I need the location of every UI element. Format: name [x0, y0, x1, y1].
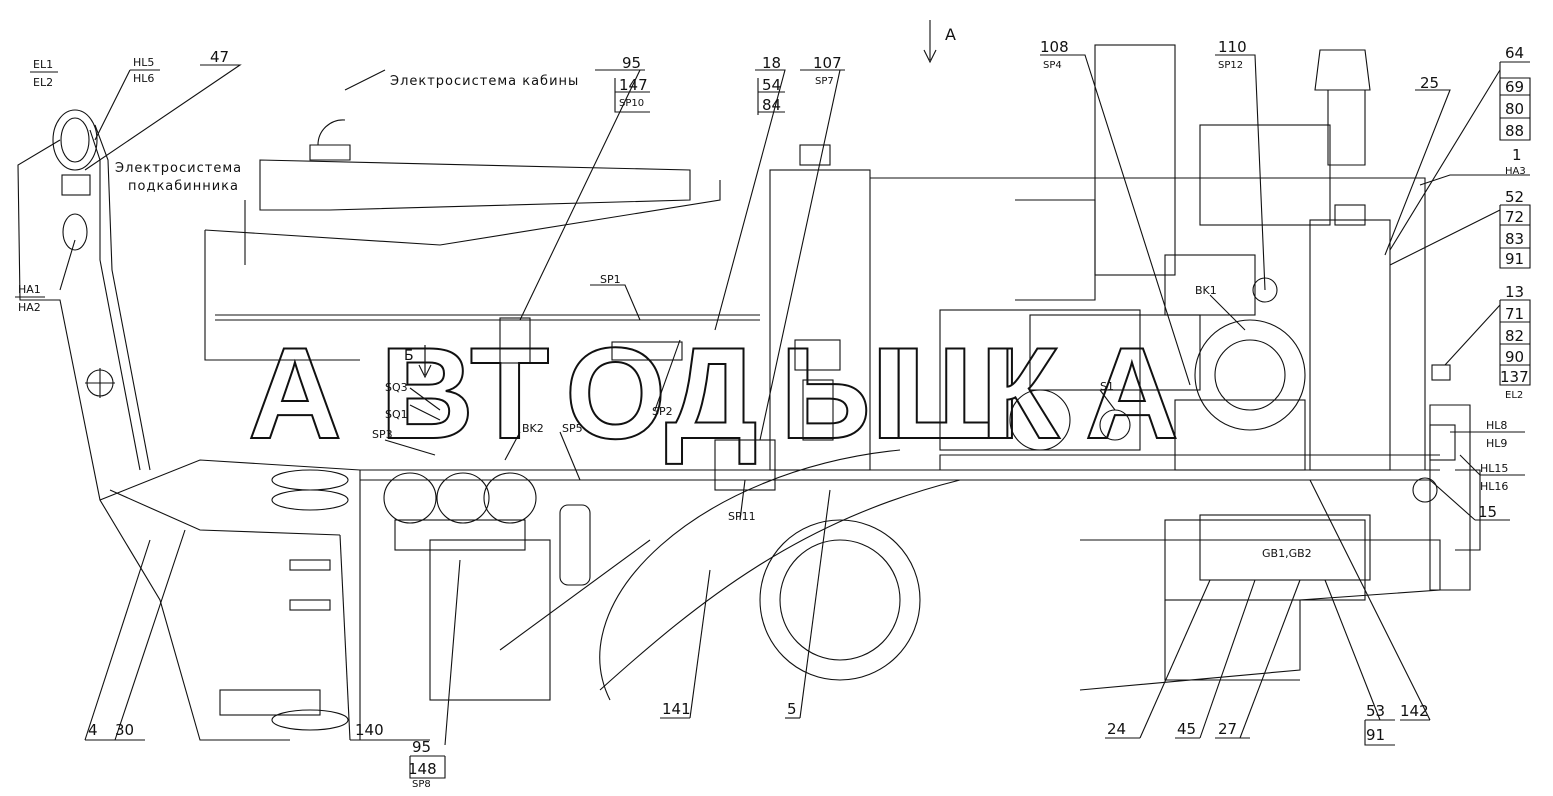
callout-84: 84 [762, 96, 781, 114]
callout-13: 13 [1505, 283, 1524, 301]
label-sq1: SQ1 [385, 408, 408, 421]
label-bk1: BK1 [1195, 284, 1217, 297]
callout-el2: EL2 [33, 76, 53, 89]
label-sp5: SP5 [562, 422, 583, 435]
callout-69: 69 [1505, 78, 1524, 96]
view-arrows [418, 20, 937, 379]
front-wheel [219, 469, 349, 731]
callout-71: 71 [1505, 305, 1524, 323]
callout-108: 108 [1040, 38, 1069, 56]
callout-sp7: SP7 [815, 76, 834, 87]
callout-ha3: HA3 [1505, 166, 1526, 177]
label-sq3: SQ3 [385, 381, 408, 394]
callout-sp4: SP4 [1043, 60, 1062, 71]
callout-ha1: HA1 [18, 283, 41, 296]
label-sp1: SP1 [600, 273, 621, 286]
callout-91-bottom: 91 [1366, 726, 1385, 744]
caption-cab-system: Электросистема кабины [390, 74, 579, 89]
callout-47: 47 [210, 48, 229, 66]
callout-91: 91 [1505, 250, 1524, 268]
svg-text:В: В [380, 320, 474, 466]
callout-15: 15 [1478, 503, 1497, 521]
callout-72: 72 [1505, 208, 1524, 226]
svg-text:Ы: Ы [780, 320, 907, 466]
svg-text:О: О [565, 320, 666, 466]
label-sp11: SP11 [728, 510, 756, 523]
callout-141: 141 [662, 700, 691, 718]
air-receivers [383, 472, 537, 551]
callout-95-bottom: 95 [412, 738, 431, 756]
callout-64: 64 [1505, 44, 1524, 62]
callout-1: 1 [1512, 146, 1522, 164]
callout-el1: EL1 [33, 58, 53, 71]
svg-text:А: А [1085, 320, 1179, 466]
callout-88: 88 [1505, 122, 1524, 140]
callout-80: 80 [1505, 100, 1524, 118]
callout-53: 53 [1366, 702, 1385, 720]
callout-sp10: SP10 [619, 98, 644, 109]
callout-95-top: 95 [622, 54, 641, 72]
callout-110: 110 [1218, 38, 1247, 56]
callout-142: 142 [1400, 702, 1429, 720]
callout-sp12: SP12 [1218, 60, 1243, 71]
callout-ha2: HA2 [18, 301, 41, 314]
label-sp2: SP2 [652, 405, 673, 418]
callout-24: 24 [1107, 720, 1126, 738]
view-mark-b: Б [404, 348, 414, 364]
callout-hl9: HL9 [1486, 437, 1507, 450]
headlamp-group [52, 109, 151, 471]
callout-30: 30 [115, 721, 134, 739]
svg-text:Т: Т [470, 320, 549, 466]
callout-148: 148 [408, 760, 437, 778]
callout-5: 5 [787, 700, 797, 718]
callout-90: 90 [1505, 348, 1524, 366]
callout-52: 52 [1505, 188, 1524, 206]
callout-140: 140 [355, 721, 384, 739]
callout-45: 45 [1177, 720, 1196, 738]
svg-text:Ш: Ш [890, 320, 1021, 466]
callout-27: 27 [1218, 720, 1237, 738]
label-rules [15, 54, 1531, 779]
caption-subcab-line1: Электросистема [115, 161, 242, 176]
callout-hl16: HL16 [1480, 480, 1508, 493]
callout-hl5: HL5 [133, 56, 154, 69]
tractor-outline [17, 44, 1481, 741]
callout-82: 82 [1505, 327, 1524, 345]
callout-54: 54 [762, 76, 781, 94]
label-sp3: SP3 [372, 428, 393, 441]
view-mark-a: A [945, 25, 956, 44]
label-gb1-gb2: GB1,GB2 [1262, 547, 1312, 560]
callout-147: 147 [619, 76, 648, 94]
svg-text:А: А [248, 320, 342, 466]
svg-text:К: К [980, 320, 1060, 466]
callout-sp8: SP8 [412, 779, 431, 790]
callout-25: 25 [1420, 74, 1439, 92]
callout-18: 18 [762, 54, 781, 72]
callout-hl6: HL6 [133, 72, 154, 85]
callout-4: 4 [88, 721, 98, 739]
svg-text:Д: Д [665, 320, 758, 466]
callout-137: 137 [1500, 368, 1529, 386]
callout-hl15: HL15 [1480, 462, 1508, 475]
caption-subcab-line2: подкабинника [128, 179, 239, 194]
callout-el2-right: EL2 [1505, 390, 1523, 401]
callout-83: 83 [1505, 230, 1524, 248]
callout-hl8: HL8 [1486, 419, 1507, 432]
label-bk2: BK2 [522, 422, 544, 435]
callout-107: 107 [813, 54, 842, 72]
label-s1: S1 [1100, 380, 1114, 393]
